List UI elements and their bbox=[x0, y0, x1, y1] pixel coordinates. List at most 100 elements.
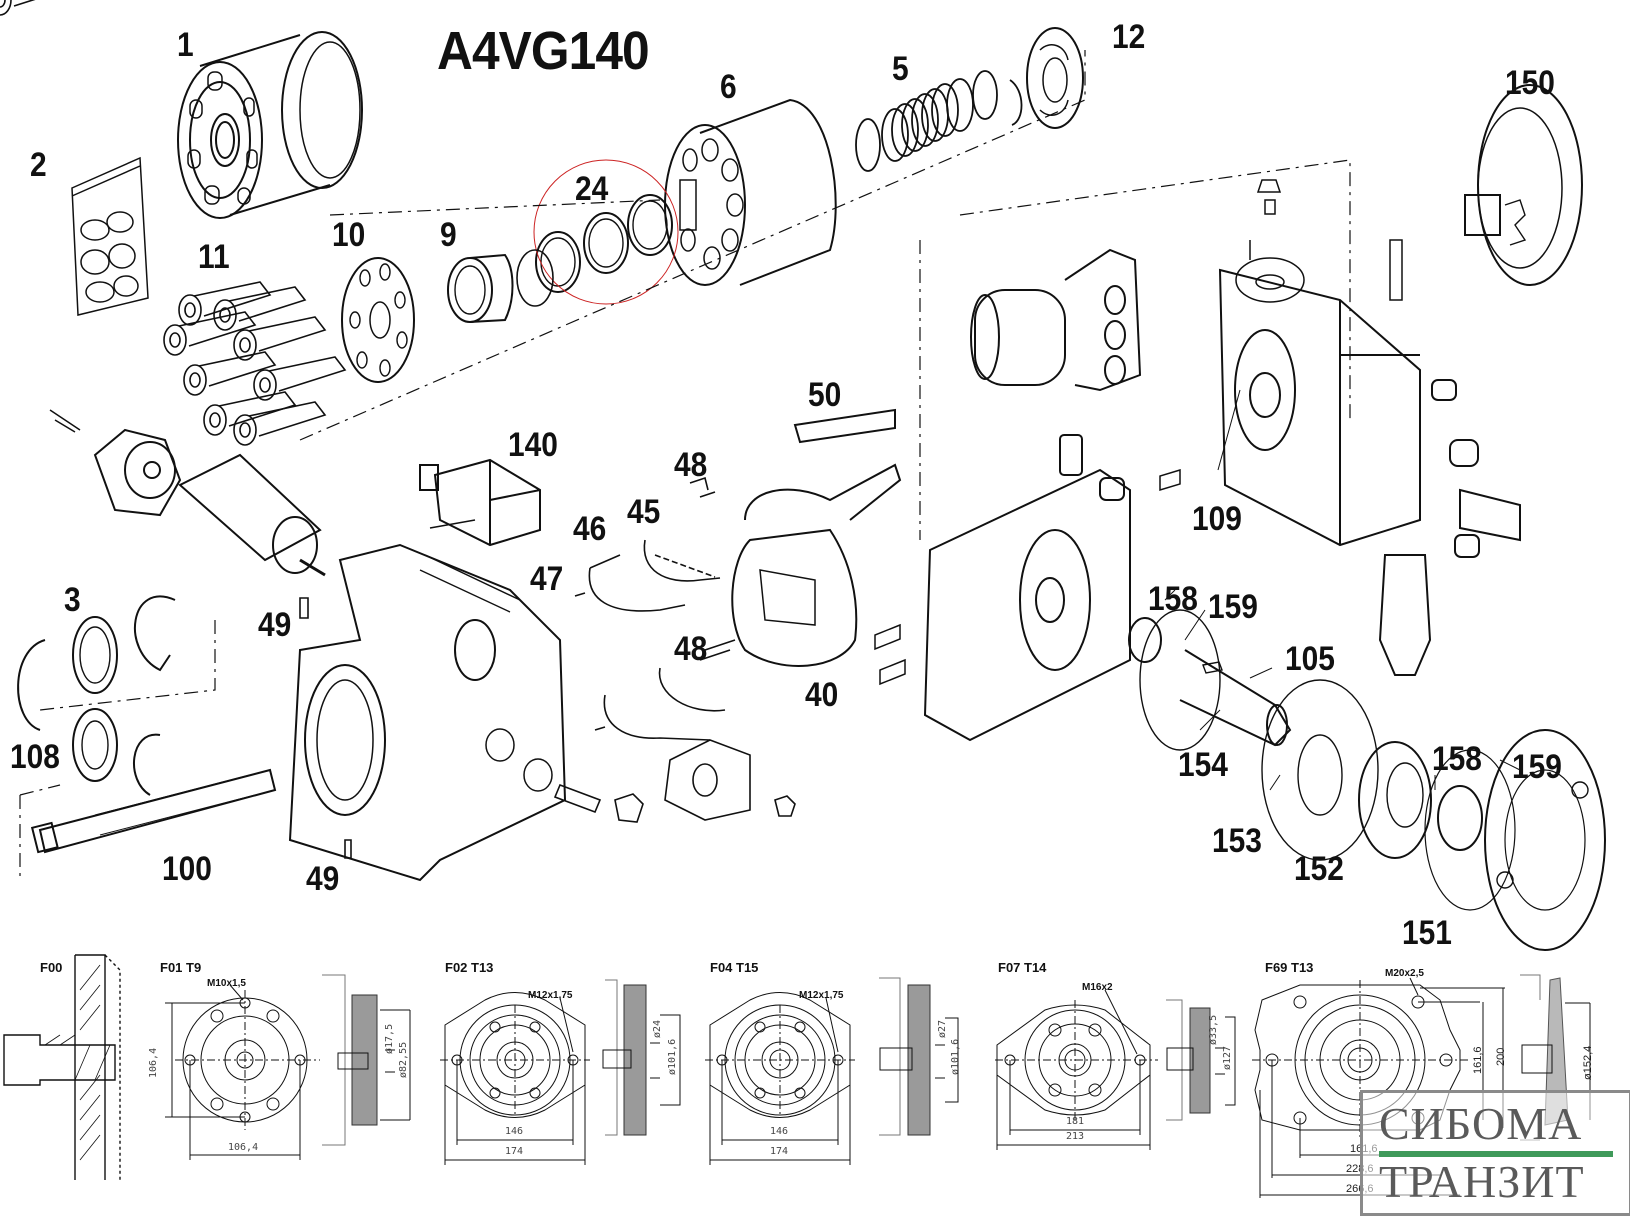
dim-f02-bore: ø24 bbox=[652, 1019, 663, 1038]
part-label-154: 154 bbox=[1178, 746, 1228, 784]
dim-f07-pilot: ø127 bbox=[1222, 1045, 1233, 1070]
thread-f02: M12x1,75 bbox=[528, 990, 573, 1001]
diagram-title: A4VG140 bbox=[437, 21, 650, 81]
part-label-159-upper: 159 bbox=[1208, 588, 1258, 626]
part-label-49-top: 49 bbox=[258, 606, 292, 644]
thread-f07: M16x2 bbox=[1082, 982, 1113, 993]
part-1-rotary-group bbox=[177, 31, 363, 219]
highlight-circle bbox=[533, 159, 679, 305]
part-label-47: 47 bbox=[530, 560, 564, 598]
dim-f02-inner: 146 bbox=[505, 1126, 524, 1137]
part-label-12: 12 bbox=[1112, 18, 1146, 56]
watermark-logo: СИБОМА ТРАНЗИТ bbox=[1360, 1090, 1630, 1216]
part-label-108: 108 bbox=[10, 738, 60, 776]
flange-code-f69: F69 T13 bbox=[1265, 960, 1314, 975]
dim-f07-outer: 213 bbox=[1066, 1131, 1085, 1142]
flange-f01-drawing bbox=[165, 974, 411, 1160]
dim-f01-width: 106,4 bbox=[228, 1142, 259, 1153]
dim-f04-bore: ø27 bbox=[937, 1019, 948, 1038]
part-label-48-top: 48 bbox=[674, 446, 708, 484]
flange-f04-drawing bbox=[705, 977, 959, 1165]
part-label-48-bottom: 48 bbox=[674, 630, 708, 668]
part-label-105: 105 bbox=[1285, 640, 1335, 678]
part-140-pilot-valve bbox=[419, 458, 541, 547]
part-label-5: 5 bbox=[892, 50, 909, 88]
part-150-flange bbox=[1464, 84, 1583, 286]
misc-fasteners bbox=[299, 597, 796, 859]
watermark-line-2: ТРАНЗИТ bbox=[1379, 1156, 1585, 1207]
part-151-end-cover-group bbox=[1261, 679, 1606, 951]
flange-code-f02: F02 T13 bbox=[445, 960, 494, 975]
flange-code-f01: F01 T9 bbox=[160, 960, 202, 975]
dim-f69-pilot: ø152,4 bbox=[1582, 1045, 1594, 1080]
leader-lines bbox=[1164, 389, 1521, 791]
dim-f01-pilot: ø82,55 bbox=[398, 1041, 409, 1078]
part-3-circlips bbox=[18, 595, 176, 730]
flange-code-f07: F07 T14 bbox=[998, 960, 1047, 975]
dim-f69-h2: 200 bbox=[1495, 1047, 1507, 1066]
flange-f00-section bbox=[3, 954, 121, 1180]
part-154-shaft-group bbox=[1139, 609, 1292, 751]
flange-code-f04: F04 T15 bbox=[710, 960, 759, 975]
part-label-10: 10 bbox=[332, 216, 366, 254]
part-label-9: 9 bbox=[440, 216, 457, 254]
part-45-48-bearing-shells bbox=[574, 476, 736, 741]
dim-f04-inner: 146 bbox=[770, 1126, 789, 1137]
part-5-spring-set bbox=[855, 70, 1023, 172]
part-11-pistons bbox=[0, 0, 346, 446]
dim-f02-pilot: ø101,6 bbox=[667, 1038, 678, 1075]
thread-f01: M10x1,5 bbox=[207, 978, 246, 989]
part-label-109: 109 bbox=[1192, 500, 1242, 538]
part-label-46: 46 bbox=[573, 510, 607, 548]
dim-f07-bore: ø33,5 bbox=[1208, 1014, 1219, 1045]
part-12-valve-plate bbox=[1026, 27, 1084, 129]
flange-code-f00: F00 bbox=[40, 960, 63, 975]
part-label-2: 2 bbox=[30, 146, 47, 184]
part-label-24: 24 bbox=[575, 170, 609, 208]
flange-f07-drawing bbox=[995, 989, 1236, 1150]
part-label-1: 1 bbox=[177, 26, 194, 64]
dim-f69-h1: 161,6 bbox=[1472, 1046, 1484, 1074]
part-label-150: 150 bbox=[1505, 64, 1555, 102]
control-valve-assembly bbox=[970, 179, 1521, 676]
part-label-40: 40 bbox=[805, 676, 839, 714]
part-24-shims bbox=[533, 159, 679, 305]
part-label-49-bottom: 49 bbox=[306, 860, 340, 898]
charge-pump-cover bbox=[49, 409, 326, 577]
part-10-retaining-plate bbox=[341, 257, 415, 383]
part-9-bushing bbox=[447, 249, 554, 323]
dim-f04-outer: 174 bbox=[770, 1146, 789, 1157]
thread-f04: M12x1,75 bbox=[799, 990, 844, 1001]
dim-f01-bore: ø17,5 bbox=[384, 1023, 395, 1054]
part-label-152: 152 bbox=[1294, 850, 1344, 888]
pump-housing bbox=[288, 543, 567, 882]
part-2-seal-kit bbox=[71, 156, 149, 316]
flange-f02-drawing bbox=[440, 979, 681, 1165]
part-6-cylinder-block bbox=[664, 98, 837, 286]
part-label-159-lower: 159 bbox=[1512, 748, 1562, 786]
part-label-158-lower: 158 bbox=[1432, 740, 1482, 778]
part-label-6: 6 bbox=[720, 68, 737, 106]
part-label-140: 140 bbox=[508, 426, 558, 464]
part-100-drive-shaft bbox=[30, 708, 277, 854]
dim-f01-height: 106,4 bbox=[148, 1047, 159, 1078]
watermark-bar bbox=[1379, 1151, 1613, 1157]
part-label-158-upper: 158 bbox=[1148, 580, 1198, 618]
dim-f07-inner: 181 bbox=[1066, 1116, 1085, 1127]
part-label-3: 3 bbox=[64, 581, 81, 619]
part-109-valve-block bbox=[874, 434, 1162, 742]
dim-f04-pilot: ø101,6 bbox=[950, 1038, 961, 1075]
part-label-45: 45 bbox=[627, 493, 661, 531]
thread-f69: M20x2,5 bbox=[1385, 968, 1424, 979]
part-label-100: 100 bbox=[162, 850, 212, 888]
part-label-11: 11 bbox=[198, 238, 230, 276]
dim-f02-outer: 174 bbox=[505, 1146, 524, 1157]
assembly-axis-lines bbox=[19, 50, 1351, 880]
part-40-swashplate bbox=[731, 408, 902, 667]
part-label-50: 50 bbox=[808, 376, 842, 414]
part-label-151: 151 bbox=[1402, 914, 1452, 952]
part-label-153: 153 bbox=[1212, 822, 1262, 860]
watermark-line-1: СИБОМА bbox=[1379, 1098, 1583, 1149]
